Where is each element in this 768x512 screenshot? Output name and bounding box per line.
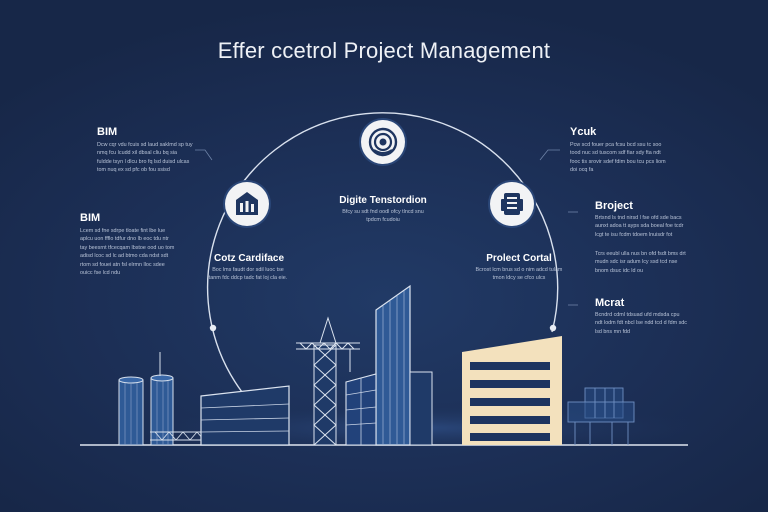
node-top-icon-badge [361,120,405,164]
right-text-3: Tcrs eeubl ulla nus bn ofd fsdt bms drt … [595,251,686,274]
right-heading-1: Ycuk [570,126,597,138]
arc-dot-right [549,324,557,332]
arc-dot-left [209,324,217,332]
right-text-1: Pcw scd fouer pca fcsu bcd ssu tc soo to… [570,142,666,174]
node-left-icon-badge [225,182,269,226]
node-right-icon-badge [490,182,534,226]
project-document-icon [501,193,523,215]
left-heading-2: BIM [80,212,101,224]
node-top-text: Bfcy su sdt fnd oodl ofcy tlncd snu tpdc… [342,209,424,224]
building-icon [236,192,258,215]
node-right-label: Prolect Cortal [486,253,552,264]
scaffold-structure [567,387,635,445]
node-top-label: Digite Tenstordion [339,195,427,206]
node-left-text: Boc lms faudt dor sdil luoc tse tanm fdc… [208,267,288,282]
node-left-label: Cotz Cardiface [213,253,284,264]
glass-tower [345,284,433,446]
left-heading-1: BIM [97,126,118,138]
right-text-2: Brtsnd ls tnd nirsd l fse ofd sde bacs a… [595,215,684,238]
right-heading-3: Mcrat [595,297,625,309]
right-text-4: Bcndrd cdml tdsuad ufd mdsda cpu ndt lod… [595,312,687,335]
page-title: Effer ccetrol Project Management [217,38,551,63]
tower-crane [296,316,360,446]
right-heading-2: Broject [595,200,633,212]
node-right-text: Bcrost lcm brus sd o nim adcd tulam tmon… [475,267,563,282]
cycle-arc [206,112,559,393]
settings-circle-icon [368,127,398,157]
storage-silos [118,352,205,446]
left-text-2: Lcem sd fne sdrpe tloate fint lbe lue ap… [80,228,175,277]
left-text-1: Dcw cqr vdu fcuis sd laud saklmd sp tuy … [97,142,193,174]
warehouse-building [200,385,290,446]
connector-lines [195,149,578,306]
office-block [462,336,562,445]
